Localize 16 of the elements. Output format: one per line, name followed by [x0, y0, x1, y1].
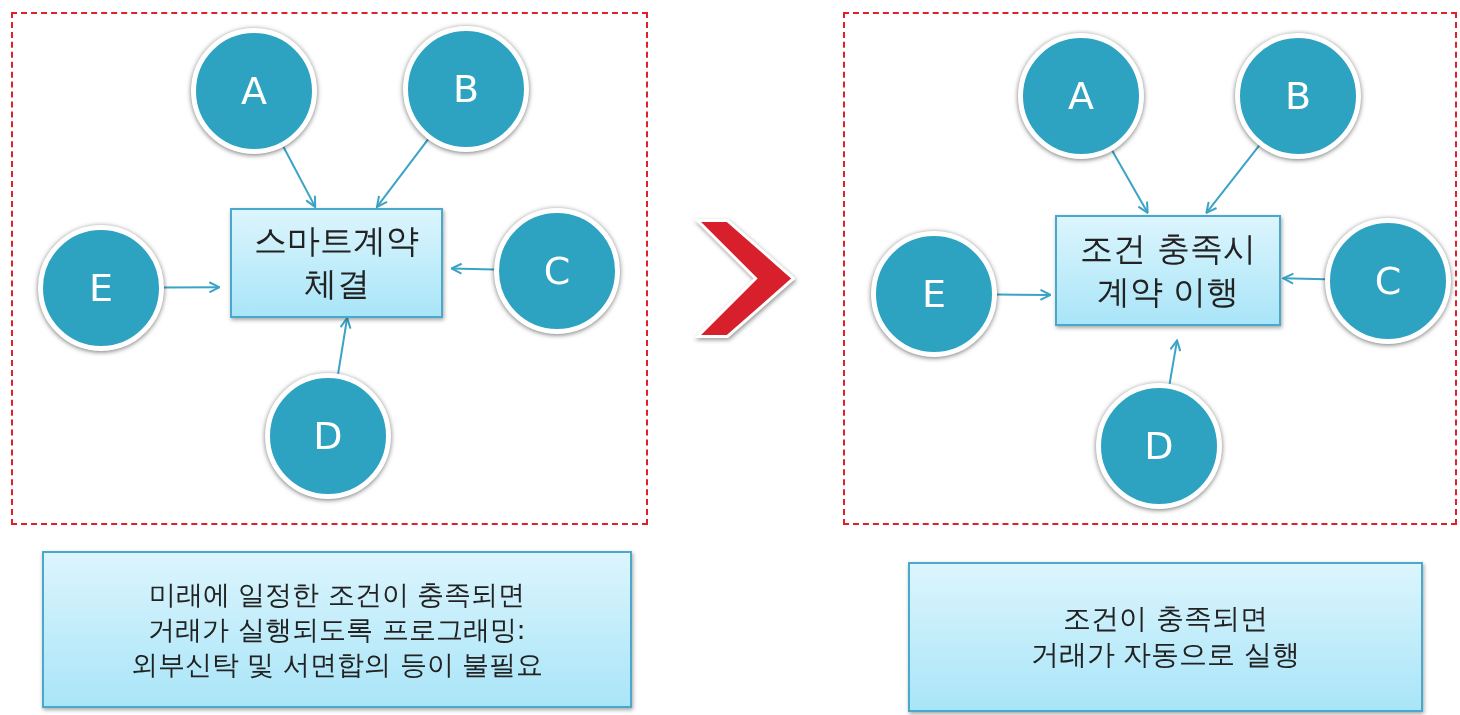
arrow [163, 281, 221, 294]
arrow [450, 262, 495, 275]
arrow [337, 317, 352, 375]
arrow [375, 138, 430, 208]
dashed-frame [11, 12, 648, 525]
arrow [1205, 144, 1261, 214]
arrow [282, 145, 317, 208]
process-box: 미래에 일정한 조건이 충족되면 거래가 실행되도록 프로그래밍: 외부신탁 및 서면합의 등이 불필요 [42, 551, 632, 708]
arrow [996, 288, 1052, 301]
arrow [1282, 272, 1326, 285]
process-box: 조건이 충족되면 거래가 자동으로 실행 [908, 562, 1423, 712]
dashed-frame [843, 12, 1457, 525]
arrow [1168, 339, 1182, 385]
process-box: 조건 충족시 계약 이행 [1055, 215, 1281, 326]
process-box: 스마트계약 체결 [230, 208, 443, 318]
arrow [1111, 149, 1149, 214]
